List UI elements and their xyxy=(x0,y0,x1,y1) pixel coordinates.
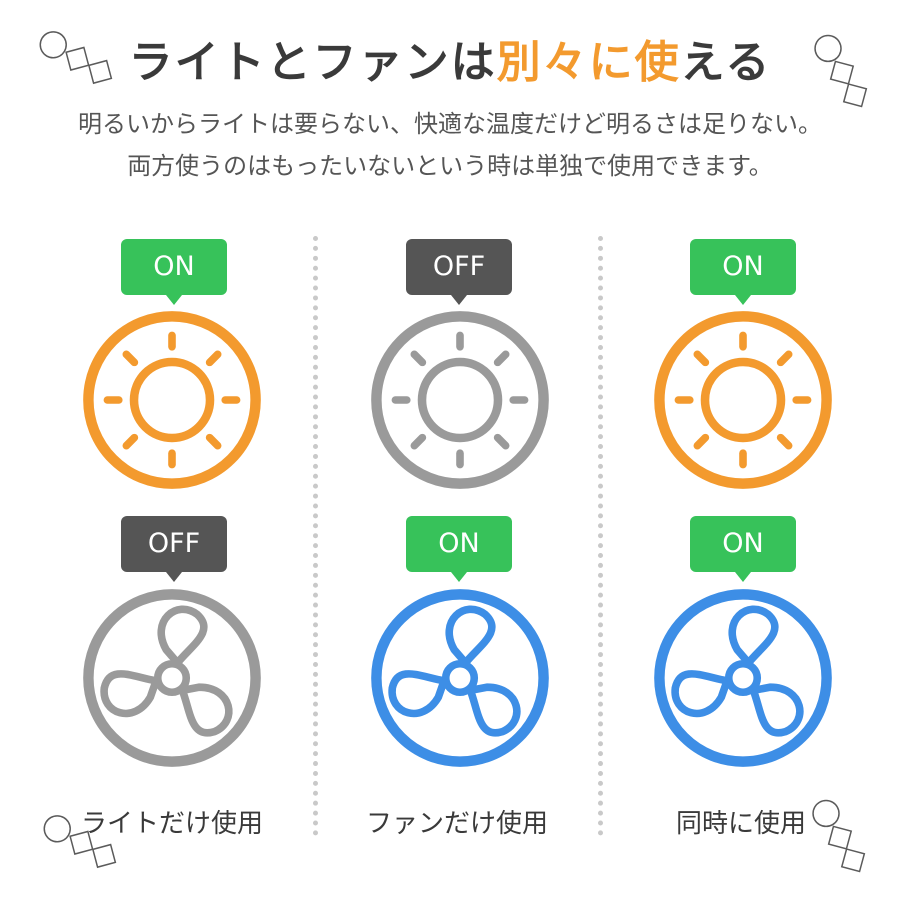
sun-light-icon xyxy=(648,305,838,495)
fan-graphic xyxy=(654,589,832,767)
light-state-badge: ON xyxy=(690,239,796,305)
fan-icon xyxy=(365,583,555,773)
fan-icon xyxy=(77,583,267,773)
light-state-badge: ON xyxy=(121,239,227,305)
subtitle-line-1: 明るいからライトは要らない、快適な温度だけど明るさは足りない。 xyxy=(78,110,822,138)
sun-light-graphic xyxy=(654,311,832,489)
caption-both: 同時に使用 xyxy=(675,809,806,839)
fan-graphic xyxy=(83,589,261,767)
caption-fan-only: ファンだけ使用 xyxy=(365,809,548,839)
fan-icon xyxy=(648,583,838,773)
sun-light-graphic xyxy=(371,311,549,489)
title-post: える xyxy=(680,37,772,88)
fan-state-badge: ON xyxy=(406,516,512,582)
sun-light-graphic xyxy=(83,311,261,489)
light-state-badge: OFF xyxy=(406,239,512,305)
title-accent: 別々に使 xyxy=(496,37,681,88)
fan-state-badge: ON xyxy=(690,516,796,582)
sun-light-icon xyxy=(365,305,555,495)
page-title: ライトとファンは別々に使える xyxy=(0,26,900,90)
caption-light-only: ライトだけ使用 xyxy=(80,809,263,839)
title-pre: ライトとファンは xyxy=(128,37,497,88)
sun-light-icon xyxy=(77,305,267,495)
subtitle-line-2: 両方使うのはもったいないという時は単独で使用できます。 xyxy=(127,152,773,180)
column-divider xyxy=(598,236,603,836)
fan-graphic xyxy=(371,589,549,767)
column-divider xyxy=(313,236,318,836)
fan-state-badge: OFF xyxy=(121,516,227,582)
